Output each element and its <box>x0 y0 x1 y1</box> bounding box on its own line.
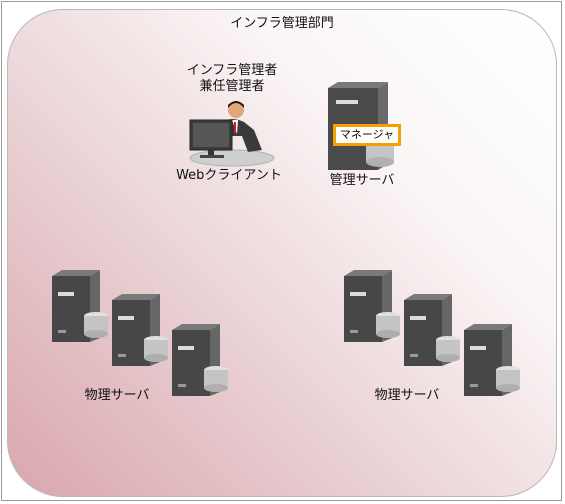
management-server-label: 管理サーバ <box>329 173 395 188</box>
department-area <box>7 9 557 497</box>
manager-label: マネージャ <box>339 128 395 141</box>
server-icon <box>342 268 406 342</box>
server-icon <box>50 268 114 342</box>
admin-role-line1: インフラ管理者 <box>186 63 278 78</box>
server-icon <box>402 292 466 366</box>
web-client-label: Webクライアント <box>176 168 282 183</box>
server-group-right-label: 物理サーバ <box>374 388 440 403</box>
server-icon <box>170 322 234 396</box>
server-icon <box>110 292 174 366</box>
admin-role-line2: 兼任管理者 <box>199 79 265 94</box>
manager-component: マネージャ <box>333 124 401 146</box>
department-title: インフラ管理部門 <box>230 16 334 31</box>
admin-person-icon <box>188 100 276 168</box>
server-icon <box>462 322 526 396</box>
server-group-left-label: 物理サーバ <box>84 388 150 403</box>
